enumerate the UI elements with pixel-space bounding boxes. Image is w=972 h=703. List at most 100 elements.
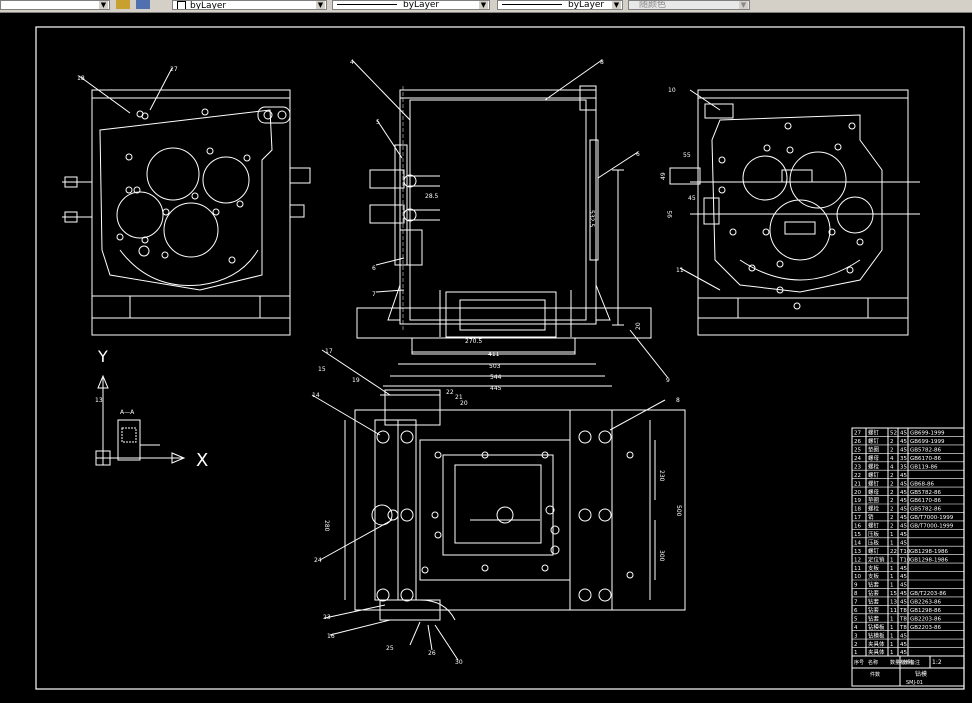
plotstyle-combo[interactable]: 随颜色 ▼: [628, 0, 750, 10]
bom-cell: 15: [854, 532, 861, 538]
bom-cell: 钻套: [868, 589, 880, 597]
title-sheet-label: 件数: [870, 671, 880, 678]
chevron-down-icon[interactable]: ▼: [479, 1, 488, 9]
bom-cell: 钻套: [868, 598, 880, 606]
chevron-down-icon[interactable]: ▼: [99, 1, 108, 9]
bom-cell: GB/T7000-1999: [910, 515, 954, 521]
callout-label: 6: [372, 265, 376, 272]
bom-cell: GB5782-86: [910, 448, 942, 454]
dim-411: 411: [488, 351, 500, 358]
bom-cell: 45: [900, 600, 907, 606]
bom-cell: T10: [899, 557, 911, 563]
bom-cell: 45: [900, 498, 907, 504]
bom-cell: 2: [890, 481, 894, 487]
chevron-down-icon[interactable]: ▼: [316, 1, 325, 9]
dim-55: 55: [683, 152, 691, 159]
dim-49: 49: [660, 172, 667, 180]
bom-cell: 18: [854, 507, 861, 513]
bom-cell: 2: [890, 515, 894, 521]
layer-state-icon[interactable]: [116, 0, 130, 9]
bom-cell: 螺栓: [868, 462, 880, 470]
bom-header-name: 名称: [868, 659, 878, 666]
axis-y-label: Y: [97, 347, 108, 366]
bom-cell: 1: [890, 583, 894, 589]
bom-cell: 12: [854, 557, 861, 563]
bom-cell: 45: [900, 507, 907, 513]
bolt-holes: [376, 430, 634, 602]
callout-label: 30: [455, 659, 463, 666]
chevron-down-icon[interactable]: ▼: [739, 1, 748, 9]
chevron-down-icon[interactable]: ▼: [612, 1, 621, 9]
callout-label: 10: [668, 87, 676, 94]
bom-cell: 螺钉: [868, 437, 880, 445]
bom-cell: GB5782-86: [910, 507, 942, 513]
bom-cell: GB1298-1986: [910, 557, 949, 563]
bom-header-material: 材料: [900, 659, 910, 666]
bom-cell: GB699-1999: [910, 431, 945, 437]
callout-label: 18: [77, 75, 85, 82]
bom-cell: GB6170-86: [910, 498, 942, 504]
bom-cell: 52: [890, 431, 897, 437]
bom-cell: 压板: [868, 530, 880, 538]
bom-cell: 2: [854, 642, 858, 648]
bom-cell: 1: [890, 566, 894, 572]
bom-cell: 垫圈: [868, 446, 880, 454]
callout-label: 17: [325, 348, 333, 355]
bom-cell: 1: [890, 616, 894, 622]
bom-cell: GB/T7000-1999: [910, 524, 954, 530]
line-preview-icon: [337, 4, 397, 5]
bom-cell: 20: [854, 490, 861, 496]
bom-cell: 26: [854, 439, 861, 445]
callout-label: 16: [327, 633, 335, 640]
bom-cell: GB1298-1986: [910, 549, 949, 555]
dim-532: 532.5: [588, 210, 595, 227]
bom-cell: 6: [854, 608, 858, 614]
callout-label: 8: [676, 397, 680, 404]
bom-cell: 13: [854, 549, 861, 555]
bom-cell: GB5782-86: [910, 490, 942, 496]
layer-dropdown-stub[interactable]: ▼: [0, 0, 110, 10]
bom-cell: 支板: [868, 572, 880, 580]
bom-cell: 9: [854, 583, 858, 589]
callout-label: 5: [376, 119, 380, 126]
dim-230: 230: [658, 470, 665, 482]
bom-cell: 45: [900, 524, 907, 530]
left-view: [62, 67, 311, 336]
bom-cell: 45: [900, 515, 907, 521]
bom-cell: 45: [900, 473, 907, 479]
bolt-holes: [718, 122, 864, 310]
callout-label: 4: [350, 59, 354, 66]
color-combo[interactable]: byLayer ▼: [172, 0, 327, 10]
bom-cell: 2: [890, 490, 894, 496]
dim-20: 20: [635, 322, 642, 330]
front-view: [351, 59, 669, 387]
bom-cell: 35: [900, 464, 907, 470]
right-view: [669, 89, 920, 336]
lineweight-combo[interactable]: byLayer ▼: [497, 0, 623, 10]
bom-cell: GB/T2203-86: [910, 591, 947, 597]
bom-cell: 45: [900, 566, 907, 572]
bom-cell: 45: [900, 490, 907, 496]
bom-cell: 螺栓: [868, 505, 880, 513]
bom-cell: 1: [890, 642, 894, 648]
bom-cell: 45: [900, 650, 907, 656]
bom-cell: 45: [900, 431, 907, 437]
plan-view: [311, 349, 686, 661]
layer-previous-icon[interactable]: [136, 0, 150, 9]
bom-cell: 1: [854, 650, 858, 656]
linetype-combo[interactable]: byLayer ▼: [332, 0, 490, 10]
bom-cell: T8: [899, 608, 907, 614]
title-drawing-no: SMJ-01: [906, 680, 923, 686]
bom-cell: GB6170-86: [910, 456, 942, 462]
dim-503: 503: [489, 363, 501, 370]
bom-cell: 45: [900, 642, 907, 648]
cad-drawing-canvas[interactable]: 532.5 270.5 411 503 544 445 280 500 230 …: [0, 13, 972, 703]
bom-cell: 10: [854, 574, 861, 580]
bom-header-no: 序号: [854, 659, 864, 666]
bom-cell: 螺母: [868, 488, 880, 496]
bom-cell: 25: [854, 448, 861, 454]
layer-icons[interactable]: [116, 0, 156, 10]
dim-270: 270.5: [465, 338, 482, 345]
bom-cell: 11: [854, 566, 861, 572]
bom-cell: 1: [890, 650, 894, 656]
